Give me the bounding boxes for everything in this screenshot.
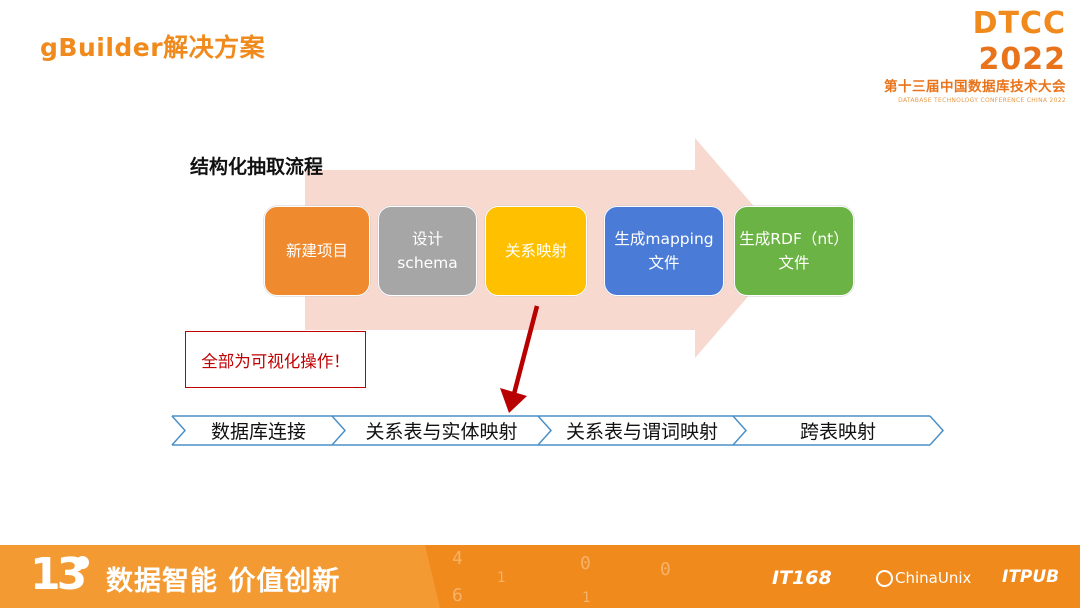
step-label-line2: 文件 [648, 254, 680, 272]
footer-digit: 0 [660, 559, 671, 580]
footer-digit: 4 [452, 548, 463, 569]
footer-slogan: 数据智能 价值创新 [106, 566, 341, 597]
chevron-divider [537, 415, 553, 446]
partner-it168-logo: IT168 [772, 567, 832, 589]
step-label-line1: 生成mapping [614, 230, 714, 248]
partner-itpub-logo: ITPUB [1002, 567, 1060, 587]
chevron-divider [331, 415, 347, 446]
slide-title: gBuilder解决方案 [40, 33, 266, 62]
footer-digit: 1 [582, 590, 591, 606]
step-label-line1: 新建项目 [285, 242, 348, 260]
flow-title: 结构化抽取流程 [190, 156, 324, 178]
step-label-line1: 设计 [411, 230, 443, 248]
footer-digit: 0 [580, 553, 591, 574]
process-step-2: 设计 schema [378, 206, 477, 296]
chevron-divider [171, 415, 187, 446]
logo-subtitle: 第十三届中国数据库技术大会 [884, 79, 1066, 95]
logo-main: DTCC 2022 [876, 6, 1066, 78]
footer-digit: 6 [452, 585, 463, 606]
chevron-end [929, 415, 945, 446]
logo-year: 2022 [978, 42, 1066, 77]
chevron-step-label: 跨表映射 [799, 421, 876, 443]
chevron-step-label: 关系表与谓词映射 [565, 421, 718, 443]
step-label-line1: 关系映射 [504, 242, 567, 260]
chevron-step-label: 关系表与实体映射 [365, 421, 518, 443]
footer-bar: 13 数据智能 价值创新 4 1 0 0 1 6 IT168 ChinaUnix… [0, 545, 1080, 608]
visual-operation-note: 全部为可视化操作！ [185, 331, 366, 388]
process-step-5: 生成RDF（nt） 文件 [734, 206, 854, 296]
dtcc-logo: DTCC 2022 第十三届中国数据库技术大会 DATABASE TECHNOL… [876, 6, 1066, 104]
process-step-3: 关系映射 [485, 206, 587, 296]
footer-digit: 1 [497, 570, 506, 586]
step-label-line2: schema [397, 254, 458, 272]
footer-13-logo: 13 [30, 549, 87, 600]
footer-dot-icon [76, 556, 89, 569]
logo-dtcc: DTCC [972, 6, 1066, 41]
chinaunix-text: ChinaUnix [895, 569, 972, 587]
footer-band [0, 545, 440, 608]
step-label-line2: 文件 [778, 254, 810, 272]
partner-chinaunix-logo: ChinaUnix [876, 569, 971, 587]
logo-english: DATABASE TECHNOLOGY CONFERENCE CHINA 202… [898, 97, 1066, 104]
chevron-step-label: 数据库连接 [210, 421, 306, 443]
step-label-line1: 生成RDF（nt） [739, 230, 849, 248]
chevron-divider [732, 415, 748, 446]
process-step-1: 新建项目 [264, 206, 370, 296]
chinaunix-icon [876, 570, 893, 587]
process-step-4: 生成mapping 文件 [604, 206, 724, 296]
